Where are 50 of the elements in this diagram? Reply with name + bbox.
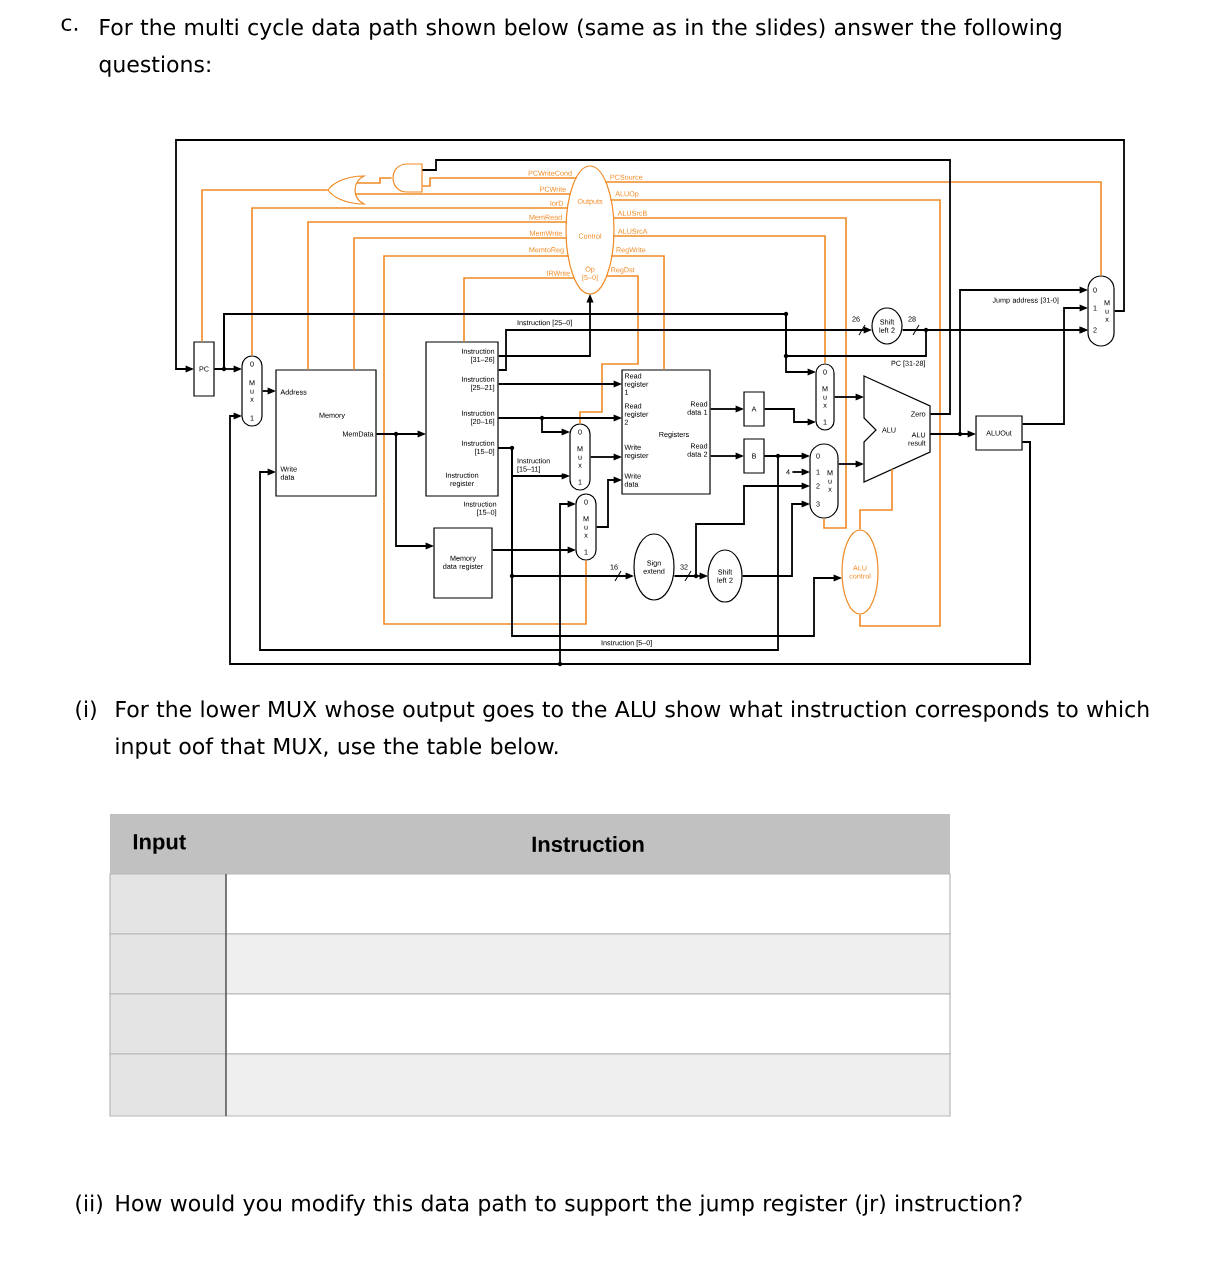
arrow bbox=[497, 447, 842, 637]
arrow bbox=[709, 452, 744, 460]
arrow bbox=[595, 476, 622, 528]
signal-line bbox=[356, 177, 393, 184]
signal-line bbox=[612, 235, 826, 365]
arrow bbox=[259, 455, 779, 651]
and-gate bbox=[392, 163, 423, 193]
question-text: For the multi cycle data path shown below (same as in the slides) answer the following questions: bbox=[99, 18, 1061, 77]
signal-line bbox=[307, 221, 568, 371]
arrow bbox=[673, 482, 810, 577]
signal-line bbox=[463, 277, 576, 343]
arrow bbox=[929, 286, 1088, 435]
signal-line bbox=[609, 199, 941, 627]
signal-line bbox=[251, 207, 569, 357]
question-text: How would you modify this data path to support the jump register (jr) instruction? bbox=[116, 1194, 1022, 1216]
signal-line bbox=[612, 217, 847, 529]
arrow bbox=[175, 139, 1125, 373]
arrow bbox=[261, 387, 276, 395]
signal-line bbox=[604, 181, 1102, 277]
arrow bbox=[497, 326, 872, 371]
signal-line bbox=[354, 193, 572, 195]
question-text: For the lower MUX whose output goes to the ALU show what instruction corresponds to which input oof that MUX, use the table below. bbox=[116, 700, 1149, 759]
arrow bbox=[497, 294, 594, 357]
signal-line bbox=[421, 177, 578, 187]
signal-line bbox=[353, 237, 568, 371]
arrow bbox=[559, 441, 1031, 665]
arrow bbox=[709, 405, 744, 413]
arrow bbox=[763, 408, 816, 426]
arrow bbox=[589, 453, 622, 461]
table-header-cell: Input bbox=[110, 814, 226, 874]
signal-line bbox=[859, 468, 893, 531]
or-gate bbox=[327, 175, 365, 205]
arrow bbox=[901, 326, 1088, 334]
arrow bbox=[833, 393, 864, 401]
arrow bbox=[491, 546, 576, 554]
arrow bbox=[497, 417, 570, 436]
arrow bbox=[741, 500, 810, 577]
signal-line bbox=[383, 255, 587, 625]
list-marker: (i) bbox=[76, 700, 96, 720]
signal-line bbox=[610, 255, 665, 371]
arrow bbox=[497, 380, 622, 388]
arrow bbox=[837, 460, 864, 468]
arrow bbox=[375, 433, 434, 550]
signal-line bbox=[579, 275, 639, 425]
signal-line bbox=[421, 159, 951, 415]
arrow bbox=[791, 468, 810, 476]
list-marker: c. bbox=[61, 18, 78, 32]
signal-line bbox=[201, 189, 329, 343]
arrow bbox=[1021, 304, 1088, 425]
list-marker: (ii) bbox=[76, 1194, 102, 1214]
